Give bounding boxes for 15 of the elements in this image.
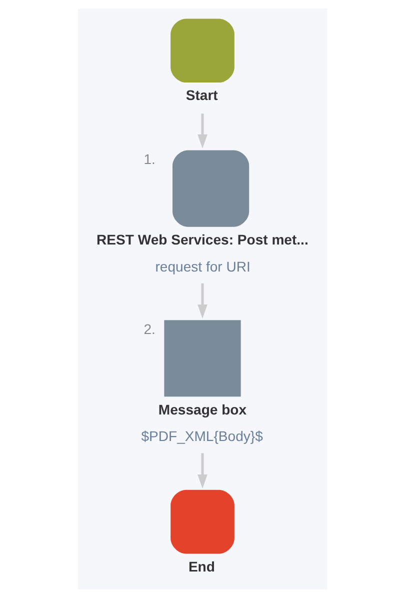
node-label: REST Web Services: Post met... — [96, 231, 308, 248]
node-label: End — [188, 558, 214, 574]
arrow — [197, 453, 207, 489]
node-box — [170, 18, 234, 83]
arrow — [197, 114, 207, 149]
node-label: 2. — [143, 320, 155, 337]
node-box — [172, 150, 249, 227]
node-label: Message box — [158, 401, 246, 418]
node-label: request for URI — [154, 258, 250, 274]
node-box — [170, 490, 234, 554]
node-label: 1. — [143, 151, 155, 168]
arrow — [197, 283, 207, 319]
node-box — [164, 320, 240, 397]
node-label: Start — [185, 87, 218, 104]
node-label: $PDF_XML{Body}$ — [140, 428, 262, 444]
